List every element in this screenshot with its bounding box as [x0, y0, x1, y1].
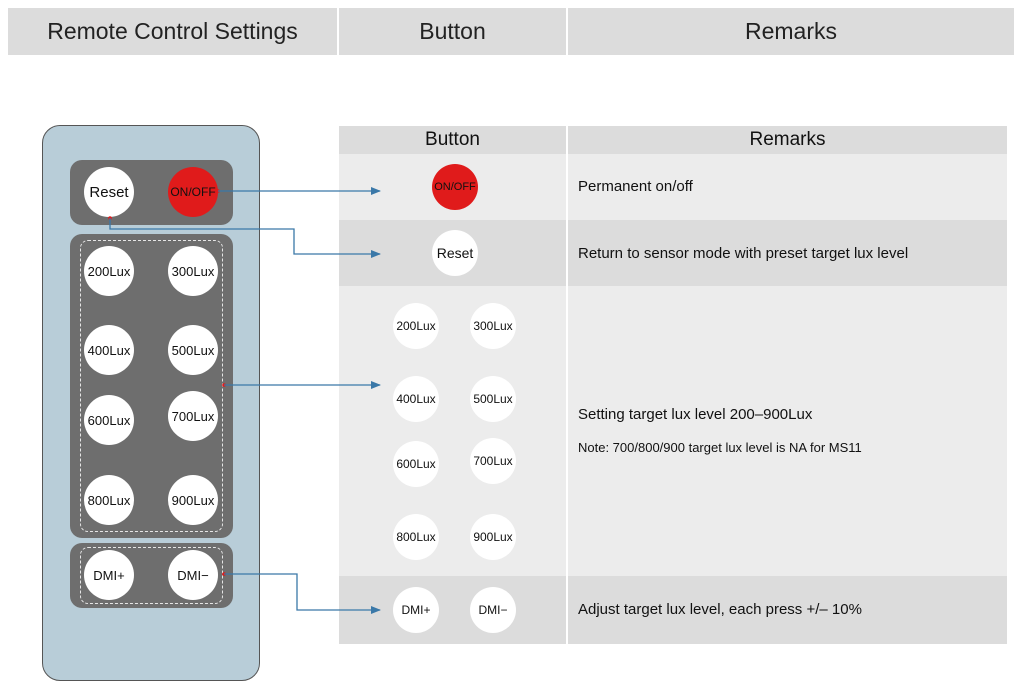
remote-lux-button[interactable]: 200Lux	[84, 246, 134, 296]
table-reset-button: Reset	[432, 230, 478, 276]
remark-note: Note: 700/800/900 target lux level is NA…	[578, 440, 862, 455]
table-lux-button: 500Lux	[470, 376, 516, 422]
header-remarks: Remarks	[568, 8, 1014, 55]
table-lux-button: 900Lux	[470, 514, 516, 560]
table-dim-minus-button: DMI−	[470, 587, 516, 633]
table-lux-button: 700Lux	[470, 438, 516, 484]
remark-text: Adjust target lux level, each press +/– …	[578, 601, 862, 618]
remote-lux-button[interactable]: 300Lux	[168, 246, 218, 296]
column-divider	[566, 126, 568, 644]
remote-lux-button[interactable]: 400Lux	[84, 325, 134, 375]
table-lux-button: 300Lux	[470, 303, 516, 349]
remote-onoff-button[interactable]: ON/OFF	[168, 167, 218, 217]
remote-lux-button[interactable]: 700Lux	[168, 391, 218, 441]
table-lux-button: 400Lux	[393, 376, 439, 422]
table-dim-plus-button: DMI+	[393, 587, 439, 633]
table-lux-button: 200Lux	[393, 303, 439, 349]
table-lux-button: 600Lux	[393, 441, 439, 487]
remote-lux-button[interactable]: 500Lux	[168, 325, 218, 375]
table-row-dim: DMI+ DMI− Adjust target lux level, each …	[339, 576, 1007, 644]
remote-control: Reset ON/OFF 200Lux 300Lux 400Lux 500Lux…	[42, 125, 260, 681]
remote-lux-button[interactable]: 600Lux	[84, 395, 134, 445]
table-lux-button: 800Lux	[393, 514, 439, 560]
remote-reset-button[interactable]: Reset	[84, 167, 134, 217]
table-row-lux: 200Lux 300Lux 400Lux 500Lux 600Lux 700Lu…	[339, 286, 1007, 576]
remote-lux-button[interactable]: 900Lux	[168, 475, 218, 525]
table-onoff-button: ON/OFF	[432, 164, 478, 210]
table-row-reset: Reset Return to sensor mode with preset …	[339, 220, 1007, 286]
remark-text: Return to sensor mode with preset target…	[578, 245, 909, 262]
remote-dim-plus-button[interactable]: DMI+	[84, 550, 134, 600]
table-row-onoff: ON/OFF Permanent on/off	[339, 154, 1007, 220]
header-button: Button	[339, 8, 566, 55]
header-remote-control-settings: Remote Control Settings	[8, 8, 337, 55]
remark-text: Permanent on/off	[578, 178, 693, 195]
table-header-remarks: Remarks	[568, 126, 1007, 154]
table-header-button: Button	[339, 126, 566, 154]
remote-lux-button[interactable]: 800Lux	[84, 475, 134, 525]
remote-dim-minus-button[interactable]: DMI−	[168, 550, 218, 600]
remark-text: Setting target lux level 200–900Lux	[578, 406, 813, 423]
